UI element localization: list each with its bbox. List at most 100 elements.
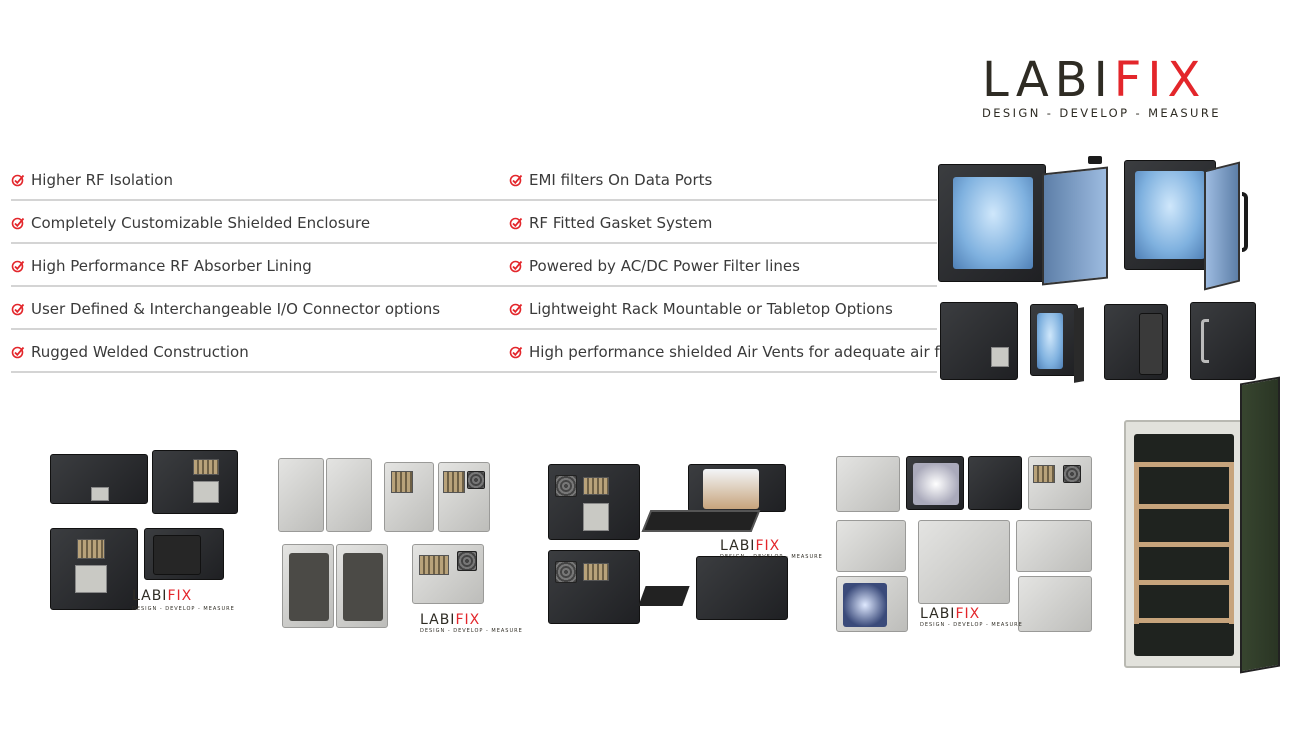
feature-text: EMI filters On Data Ports (529, 170, 713, 189)
enclosure (1030, 304, 1078, 376)
enclosure (836, 576, 908, 632)
product-logo-tagline: DESIGN - DEVELOP - MEASURE (132, 606, 235, 612)
enclosure (1124, 420, 1244, 668)
feature-item: High Performance RF Absorber Lining (11, 244, 312, 287)
enclosure (282, 544, 334, 628)
enclosure-door (1042, 166, 1108, 286)
io-panel (75, 565, 107, 593)
enclosure (278, 458, 324, 532)
enclosure (836, 456, 900, 512)
feature-item: Lightweight Rack Mountable or Tabletop O… (509, 287, 893, 330)
enclosure (384, 462, 434, 532)
feature-text: Completely Customizable Shielded Enclosu… (31, 213, 371, 232)
product-image-enclosure-collection: LABIFIX DESIGN - DEVELOP - MEASURE (832, 454, 1096, 636)
air-vent (555, 475, 577, 497)
chamber-interior (1139, 313, 1163, 375)
feature-text: RF Fitted Gasket System (529, 213, 713, 232)
feature-text: Powered by AC/DC Power Filter lines (529, 256, 800, 275)
enclosure (938, 164, 1046, 282)
feature-text: High performance shielded Air Vents for … (529, 342, 966, 361)
enclosure (1104, 304, 1168, 380)
cabinet-shelf (1134, 462, 1234, 467)
enclosure (438, 462, 490, 532)
product-logo: LABIFIX (720, 538, 780, 554)
enclosure (548, 464, 640, 540)
enclosure (940, 302, 1018, 380)
cabinet-handle (1201, 319, 1209, 363)
enclosure (918, 520, 1010, 604)
product-image-rack-enclosures: LABIFIX DESIGN - DEVELOP - MEASURE (546, 460, 822, 630)
feature-item: EMI filters On Data Ports (509, 158, 712, 201)
door-handle (1088, 156, 1102, 164)
check-circle-icon (509, 174, 523, 186)
enclosure (326, 458, 372, 532)
enclosure (968, 456, 1022, 510)
feature-text: High Performance RF Absorber Lining (31, 256, 312, 275)
enclosure (688, 464, 786, 512)
cabinet-shelf-side (1134, 462, 1139, 624)
chamber-interior (343, 553, 383, 621)
chamber-interior (913, 463, 959, 505)
check-circle-icon (509, 260, 523, 272)
check-circle-icon (11, 260, 25, 272)
product-image-dark-enclosures: LABIFIX DESIGN - DEVELOP - MEASURE (48, 448, 244, 614)
feature-row: Higher RF Isolation EMI filters On Data … (11, 158, 937, 201)
enclosure (906, 456, 964, 510)
logo-brand-dark: LABI (982, 52, 1114, 108)
check-circle-icon (11, 346, 25, 358)
air-vent (555, 561, 577, 583)
connector-panel (1033, 465, 1055, 483)
enclosure (336, 544, 388, 628)
logo-brand-red: FIX (1113, 52, 1207, 108)
product-image-small-cabinets (938, 298, 1260, 384)
connector-panel (77, 539, 105, 559)
feature-item: RF Fitted Gasket System (509, 201, 712, 244)
enclosure-door (1074, 307, 1084, 383)
product-logo-red: FIX (167, 588, 193, 604)
air-vent (467, 471, 485, 489)
enclosure (1190, 302, 1256, 380)
connector-panel (583, 477, 609, 495)
io-panel (583, 503, 609, 531)
labifix-logo: LABIFIX DESIGN - DEVELOP - MEASURE (982, 56, 1250, 120)
product-image-tall-cabinet (1122, 374, 1286, 674)
feature-text: Higher RF Isolation (31, 170, 173, 189)
air-vent (457, 551, 477, 571)
product-logo-dark: LABI (920, 606, 956, 622)
connector-panel (443, 471, 465, 493)
connector-panel (193, 459, 219, 475)
product-logo-red: FIX (755, 538, 781, 554)
feature-text: Rugged Welded Construction (31, 342, 249, 361)
chamber-interior (289, 553, 329, 621)
chamber-interior (703, 469, 759, 509)
check-circle-icon (509, 303, 523, 315)
feature-item: Completely Customizable Shielded Enclosu… (11, 201, 370, 244)
chamber-interior (1037, 313, 1063, 369)
feature-row: Completely Customizable Shielded Enclosu… (11, 201, 937, 244)
door-handle (1242, 192, 1248, 252)
chamber-interior (843, 583, 887, 627)
product-logo-tagline: DESIGN - DEVELOP - MEASURE (420, 628, 523, 634)
feature-item: Powered by AC/DC Power Filter lines (509, 244, 800, 287)
product-logo-tagline: DESIGN - DEVELOP - MEASURE (720, 554, 823, 560)
product-logo-red: FIX (955, 606, 981, 622)
enclosure-door (1204, 161, 1240, 291)
check-circle-icon (11, 303, 25, 315)
drop-door (638, 586, 690, 606)
cabinet-shelf (1134, 504, 1234, 509)
feature-text: Lightweight Rack Mountable or Tabletop O… (529, 299, 893, 318)
cabinet-shelf (1134, 580, 1234, 585)
feature-item: Higher RF Isolation (11, 158, 173, 201)
cabinet-shelf-side (1229, 462, 1234, 624)
check-circle-icon (509, 346, 523, 358)
enclosure (1028, 456, 1092, 510)
logo-wordmark: LABIFIX (982, 56, 1250, 104)
feature-row: User Defined & Interchangeable I/O Conne… (11, 287, 937, 330)
enclosure (836, 520, 906, 572)
enclosure-door (1240, 376, 1280, 674)
feature-row: Rugged Welded Construction High performa… (11, 330, 965, 373)
enclosure (50, 454, 148, 504)
chamber-interior (953, 177, 1033, 269)
check-circle-icon (509, 217, 523, 229)
check-circle-icon (11, 174, 25, 186)
